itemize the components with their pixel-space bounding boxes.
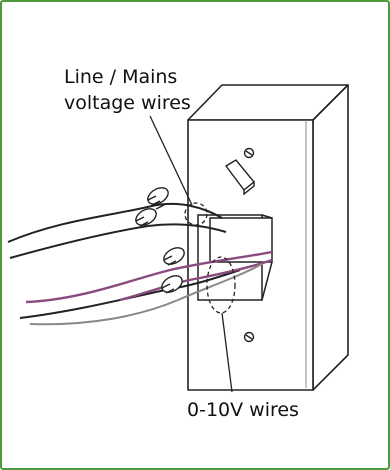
screw-top — [243, 147, 255, 159]
mounting-tab — [224, 159, 255, 196]
callout-circle-0-10v — [206, 256, 236, 314]
label-line-mains-1: Line / Mains — [64, 66, 178, 88]
wire-nut-2 — [135, 208, 157, 227]
wire-nut-3 — [163, 247, 185, 266]
screw-bottom — [243, 331, 255, 343]
label-line-mains-2: voltage wires — [64, 92, 191, 114]
dim-wires — [25, 250, 273, 304]
label-0-10v-wires: 0-10V wires — [187, 399, 299, 421]
callout-circle-line — [184, 202, 208, 226]
leader-line-mains — [149, 115, 193, 206]
wire-nut-1 — [147, 187, 169, 210]
leader-line-0-10v — [221, 312, 233, 393]
box-side-face — [312, 84, 349, 391]
line-wires — [7, 202, 241, 319]
label-line-mains: Line / Mains voltage wires — [64, 64, 191, 116]
ground-wire — [29, 263, 263, 326]
wire-nut-4 — [161, 275, 183, 294]
